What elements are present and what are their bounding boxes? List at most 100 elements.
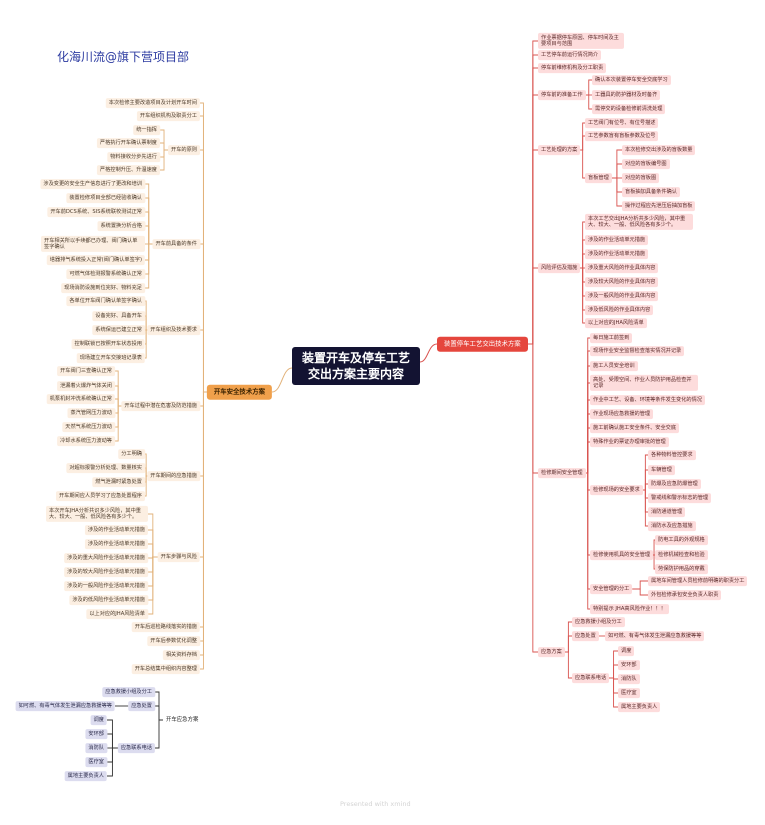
mindmap-subtopic[interactable]: 现场作业安全监督检查落实情况并记录 xyxy=(590,346,685,356)
mindmap-subtopic[interactable]: 消防通道管理 xyxy=(648,507,686,517)
mindmap-subtopic[interactable]: 消防队 xyxy=(618,674,640,684)
mindmap-subtopic[interactable]: 车辆管理 xyxy=(648,465,675,475)
mindmap-subtopic[interactable]: 开车步骤与风险 xyxy=(157,552,200,562)
mindmap-subtopic[interactable]: 调度 xyxy=(90,715,107,725)
mindmap-subtopic[interactable]: 严格控制升压、升温速度 xyxy=(96,165,160,175)
mindmap-subtopic[interactable]: 冷却水系统压力波动等 xyxy=(57,436,115,446)
mindmap-subtopic[interactable]: 应急方案 xyxy=(538,647,565,657)
mindmap-subtopic[interactable]: 检修期间安全管理 xyxy=(538,468,586,478)
mindmap-subtopic[interactable]: 特殊作业的票证办理审批的管理 xyxy=(590,437,669,447)
mindmap-subtopic[interactable]: 开车后参数优化调整 xyxy=(147,636,200,646)
mindmap-subtopic[interactable]: 本次开车JHA分析共识多少风险，其中重大、较大、一般、低风险各有多少个。 xyxy=(46,505,148,523)
mindmap-subtopic[interactable]: 各单位开车阀门确认单签字确认 xyxy=(66,296,145,306)
mindmap-subtopic[interactable]: 施工前确认施工安全条件、安全交底 xyxy=(590,423,680,433)
mindmap-subtopic[interactable]: 防爆及应急防爆管理 xyxy=(648,479,701,489)
mindmap-subtopic[interactable]: 涉及的作业活动单元措施 xyxy=(585,249,649,259)
mindmap-subtopic[interactable]: 泄漏着火爆炸气体关闭 xyxy=(57,381,115,391)
mindmap-subtopic[interactable]: 以上对应的JHA风险清单 xyxy=(585,318,647,328)
bottom-left-branch-topic[interactable]: 开车应急方案 xyxy=(163,715,202,725)
mindmap-subtopic[interactable]: 停车前的准备工作 xyxy=(538,90,586,100)
mindmap-subtopic[interactable]: 停车前维修机构及分工职责 xyxy=(538,63,607,73)
mindmap-subtopic[interactable]: 应急联系电话 xyxy=(117,743,155,753)
mindmap-subtopic[interactable]: 防电工具的外观规格 xyxy=(655,535,708,545)
mindmap-subtopic[interactable]: 开车前DCS系统、SIS系统联校测试正常 xyxy=(47,207,145,217)
mindmap-subtopic[interactable]: 燃气泄漏时紧急处置 xyxy=(92,477,145,487)
central-topic[interactable]: 装置开车及停车工艺交出方案主要内容 xyxy=(292,347,420,385)
mindmap-subtopic[interactable]: 开车组织机构及职责分工 xyxy=(136,111,200,121)
mindmap-subtopic[interactable]: 开车相关所以手续都已办理、阀门确认单签字确认 xyxy=(41,235,145,253)
mindmap-subtopic[interactable]: 工艺参数盲有盲板参数及位号 xyxy=(585,131,659,141)
mindmap-subtopic[interactable]: 属地车间管理人员检修前明确的职责分工 xyxy=(648,576,748,586)
mindmap-subtopic[interactable]: 严格执行开车确认票制度 xyxy=(96,138,160,148)
mindmap-subtopic[interactable]: 应急救援小组及分工 xyxy=(572,617,625,627)
mindmap-subtopic[interactable]: 高处、受限空间、作业人员防护用品检查并记录 xyxy=(590,374,698,392)
mindmap-subtopic[interactable]: 属地主要负责人 xyxy=(618,702,661,712)
mindmap-subtopic[interactable]: 外包检修承包安全负责人职责 xyxy=(648,590,722,600)
mindmap-subtopic[interactable]: 涉及的一般风险作业活动单元措施 xyxy=(64,581,148,591)
mindmap-subtopic[interactable]: 作业中工艺、设备、环境等条件发生变化的情况 xyxy=(590,395,705,405)
mindmap-subtopic[interactable]: 各种物料管控要求 xyxy=(648,450,696,460)
mindmap-subtopic[interactable]: 工艺阀门有位号、有位号描述 xyxy=(585,118,659,128)
mindmap-subtopic[interactable]: 如可燃、有毒气体发生泄漏应急救援等等 xyxy=(605,631,705,641)
mindmap-subtopic[interactable]: 工艺停车前运行情况简介 xyxy=(538,50,602,60)
mindmap-subtopic[interactable]: 需停交的设备检修前清洗处理 xyxy=(592,104,666,114)
mindmap-subtopic[interactable]: 塔器排气系统投入正常(阀门确认单签字) xyxy=(46,255,145,265)
mindmap-subtopic[interactable]: 对应的盲板编号图 xyxy=(622,159,670,169)
mindmap-subtopic[interactable]: 统一指挥 xyxy=(133,125,160,135)
mindmap-subtopic[interactable]: 涉及重大风险的作业具体内容 xyxy=(585,263,659,273)
mindmap-subtopic[interactable]: 开车阀门三查确认正常 xyxy=(57,366,115,376)
mindmap-subtopic[interactable]: 操作过程应先泄压后抽加盲板 xyxy=(622,201,696,211)
mindmap-subtopic[interactable]: 属地主要负责人 xyxy=(64,771,107,781)
mindmap-subtopic[interactable]: 对应的盲板图 xyxy=(622,173,660,183)
mindmap-subtopic[interactable]: 检修使用机具的安全管理 xyxy=(590,550,654,560)
mindmap-subtopic[interactable]: 控制联锁已按照开车状态投用 xyxy=(71,339,145,349)
mindmap-subtopic[interactable]: 工器具的防护器材及时备齐 xyxy=(592,90,661,100)
mindmap-subtopic[interactable]: 确认本次装置停车安全交底学习 xyxy=(592,75,671,85)
mindmap-subtopic[interactable]: 本次工艺交出JHA分析共多少风险，其中重大、较大、一般、低风险各有多少个。 xyxy=(585,213,693,231)
mindmap-subtopic[interactable]: 应急联系电话 xyxy=(572,673,610,683)
mindmap-subtopic[interactable]: 应急处置 xyxy=(572,631,599,641)
mindmap-subtopic[interactable]: 现场建立开车交接班记录表 xyxy=(76,353,145,363)
mindmap-subtopic[interactable]: 作业票据停车原因、停车时间及主要项目与范围 xyxy=(538,32,624,50)
mindmap-subtopic[interactable]: 系统置换分析合格 xyxy=(97,221,145,231)
mindmap-subtopic[interactable]: 开车前具备的条件 xyxy=(152,239,200,249)
mindmap-subtopic[interactable]: 开车组织及技术要求 xyxy=(147,325,200,335)
mindmap-subtopic[interactable]: 涉及的作业活动单元措施 xyxy=(84,525,148,535)
mindmap-subtopic[interactable]: 系统保运已建立正常 xyxy=(92,325,145,335)
mindmap-subtopic[interactable]: 医疗室 xyxy=(618,688,640,698)
mindmap-subtopic[interactable]: 开车期间的应急措施 xyxy=(147,471,200,481)
mindmap-subtopic[interactable]: 涉及的作业活动单元措施 xyxy=(585,235,649,245)
mindmap-subtopic[interactable]: 涉及的重大风险作业活动单元措施 xyxy=(64,553,148,563)
mindmap-subtopic[interactable]: 涉及的低风险作业活动单元措施 xyxy=(69,595,148,605)
mindmap-subtopic[interactable]: 工艺处理的方案 xyxy=(538,145,581,155)
mindmap-subtopic[interactable]: 装置检修项目全部已经验收确认 xyxy=(66,193,145,203)
mindmap-subtopic[interactable]: 应急救援小组及分工 xyxy=(102,687,155,697)
mindmap-subtopic[interactable]: 安全管理的分工 xyxy=(590,584,633,594)
mindmap-subtopic[interactable]: 以上对应的JHA风险清单 xyxy=(86,609,148,619)
left-branch-topic[interactable]: 开车安全技术方案 xyxy=(206,384,272,400)
mindmap-subtopic[interactable]: 开车总结集中组织内容整理 xyxy=(131,664,200,674)
mindmap-subtopic[interactable]: 作业现场应急救援的管理 xyxy=(590,409,654,419)
mindmap-subtopic[interactable]: 如可燃、有毒气体发生泄漏应急救援等等 xyxy=(15,701,115,711)
mindmap-subtopic[interactable]: 涉及一般风险的作业具体内容 xyxy=(585,291,659,301)
mindmap-subtopic[interactable]: 涉及的作业活动单元措施 xyxy=(84,539,148,549)
mindmap-subtopic[interactable]: 劳保防护用品的穿戴 xyxy=(655,564,708,574)
mindmap-subtopic[interactable]: 安环部 xyxy=(85,729,107,739)
mindmap-subtopic[interactable]: 开车的原则 xyxy=(168,145,200,155)
mindmap-subtopic[interactable]: 涉及低风险的作业具体内容 xyxy=(585,305,654,315)
mindmap-subtopic[interactable]: 调度 xyxy=(618,646,635,656)
mindmap-subtopic[interactable]: 盲板抽加具备条件确认 xyxy=(622,187,680,197)
mindmap-subtopic[interactable]: 现场消防设施到位完好、物料充足 xyxy=(61,283,145,293)
mindmap-subtopic[interactable]: 盲板管理 xyxy=(585,173,612,183)
mindmap-subtopic[interactable]: 风险评估及措施 xyxy=(538,263,581,273)
mindmap-subtopic[interactable]: 涉及变更的安全生产信息进行了更改和培训 xyxy=(40,179,145,189)
mindmap-subtopic[interactable]: 天然气系统压力波动 xyxy=(62,422,115,432)
mindmap-subtopic[interactable]: 相关资料存档 xyxy=(162,650,200,660)
mindmap-subtopic[interactable]: 应急处置 xyxy=(128,701,155,711)
mindmap-subtopic[interactable]: 分工明确 xyxy=(118,449,145,459)
mindmap-subtopic[interactable]: 开车过程中潜在危害及防范措施 xyxy=(121,401,200,411)
mindmap-subtopic[interactable]: 设备完好、具备开车 xyxy=(92,311,145,321)
mindmap-subtopic[interactable]: 涉及的较大风险作业活动单元措施 xyxy=(64,567,148,577)
mindmap-subtopic[interactable]: 涉及较大风险的作业具体内容 xyxy=(585,277,659,287)
mindmap-subtopic[interactable]: 医疗室 xyxy=(85,757,107,767)
